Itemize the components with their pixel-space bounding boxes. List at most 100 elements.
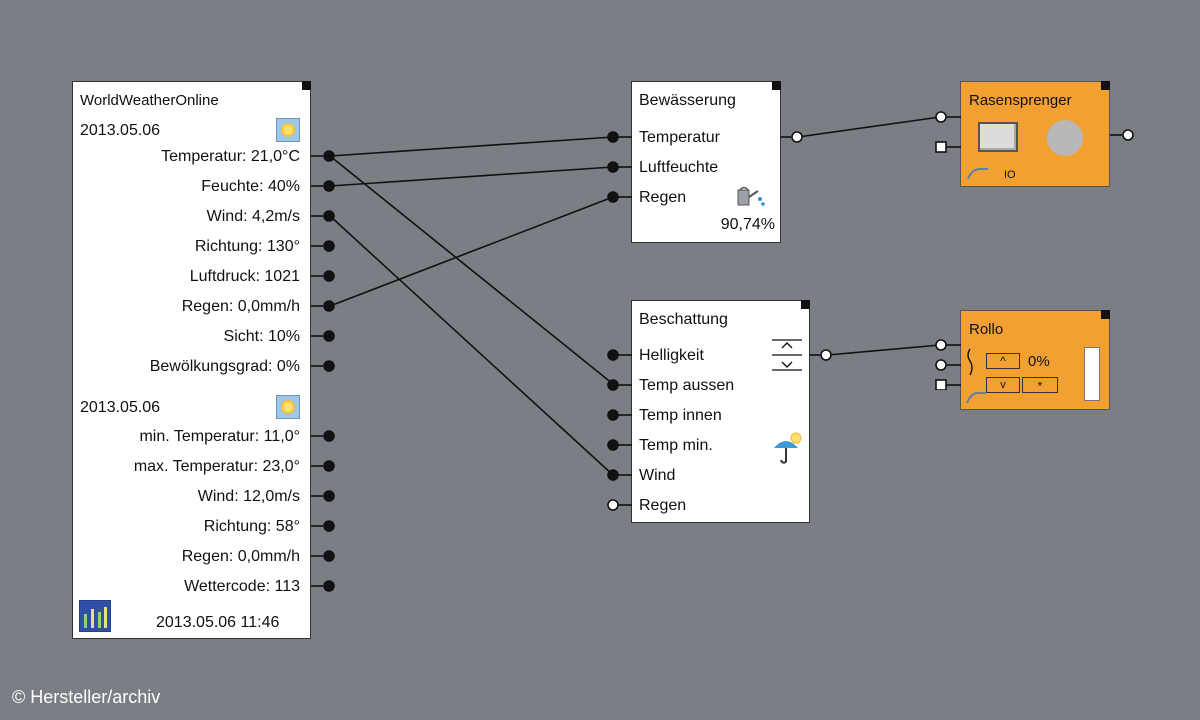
rollo-title: Rollo	[969, 321, 1004, 338]
sun-icon	[276, 118, 300, 142]
weather-app-icon	[79, 600, 111, 632]
output-port-luftdruck	[311, 270, 335, 282]
weather-forecast-row: Wind: 12,0m/s	[197, 488, 300, 505]
rasensprenger-input-ports[interactable]	[934, 106, 961, 156]
wire-wind-to-beschattung-wind	[329, 215, 614, 476]
settings-hook-icon[interactable]	[966, 165, 992, 181]
wire-temp-to-beschattung-temp-aussen	[329, 155, 614, 385]
input-port-trigger	[935, 141, 961, 153]
rollo-block[interactable]: Rollo ^ 0% v *	[960, 310, 1110, 410]
rollo-bracket-icon	[967, 348, 973, 376]
weather-today-row: Wind: 4,2m/s	[206, 208, 300, 225]
input-port-trigger	[935, 379, 961, 390]
beschattung-input-label: Temp aussen	[639, 377, 735, 394]
rasensprenger-title: Rasensprenger	[969, 92, 1072, 109]
wire-bewaesserung-to-rasensprenger	[797, 116, 941, 138]
beschattung-output-port[interactable]	[810, 346, 834, 364]
rasensprenger-switch-button[interactable]	[978, 122, 1018, 152]
output-port-max-temp	[311, 460, 335, 472]
beschattung-input-label: Temp min.	[639, 437, 713, 454]
output-port-richtung	[311, 240, 335, 252]
bewaesserung-input-label: Regen	[639, 189, 687, 206]
forecast-date: 2013.05.06	[80, 399, 161, 416]
rollo-position-bar	[1084, 347, 1100, 401]
beschattung-block[interactable]: Beschattung Helligkeit Temp aussen Temp …	[631, 300, 810, 523]
rasensprenger-output-port[interactable]	[1110, 126, 1136, 144]
beschattung-input-label: Temp innen	[639, 407, 722, 424]
copyright-watermark: © Hersteller/archiv	[12, 687, 161, 707]
input-port-position	[935, 339, 961, 351]
input-port-on-off	[935, 111, 961, 123]
today-date: 2013.05.06	[80, 122, 161, 139]
input-port-luftfeuchte	[607, 161, 632, 173]
output-port-min-temp	[311, 430, 335, 442]
weather-today-row: Temperatur: 21,0°C	[161, 148, 300, 165]
wire-temp-to-bewaesserung-temp	[329, 136, 614, 157]
beschattung-input-ports[interactable]	[605, 340, 632, 515]
wire-feuchte-to-bewaesserung-luftfeuchte	[329, 166, 614, 187]
weather-today-row: Bewölkungsgrad: 0%	[149, 358, 300, 375]
block-corner-marker	[1101, 81, 1110, 90]
bewaesserung-input-ports[interactable]	[605, 125, 632, 210]
settings-hook-icon[interactable]	[965, 389, 989, 405]
input-port-regen	[607, 191, 632, 203]
output-port-bewoelkung	[311, 360, 335, 372]
rollo-down-button[interactable]: v	[986, 377, 1020, 393]
input-port-temperatur	[607, 131, 632, 143]
input-port-temp-innen	[607, 409, 632, 421]
wire-beschattung-to-rollo	[827, 344, 941, 356]
output-port-wettercode	[311, 580, 335, 592]
bewaesserung-title: Bewässerung	[639, 92, 736, 109]
rasensprenger-block[interactable]: Rasensprenger IO	[960, 81, 1110, 187]
output-port-regen	[311, 300, 335, 312]
output-port-feuchte	[311, 180, 335, 192]
block-corner-marker	[1101, 310, 1110, 319]
output-port-regen-forecast	[311, 550, 335, 562]
bewaesserung-value: 90,74%	[720, 216, 775, 233]
weather-timestamp: 2013.05.06 11:46	[156, 614, 280, 631]
input-port-wind	[607, 469, 632, 481]
rollo-input-ports[interactable]	[934, 335, 961, 390]
input-port-helligkeit	[607, 349, 632, 361]
weather-block-title: WorldWeatherOnline	[80, 92, 219, 109]
weather-forecast-row: min. Temperatur: 11,0°	[139, 428, 300, 445]
bewaesserung-block[interactable]: Bewässerung Temperatur Luftfeuchte Regen…	[631, 81, 781, 243]
input-port-temp-min	[607, 439, 632, 451]
output-port-richtung-forecast	[311, 520, 335, 532]
rollo-up-button[interactable]: ^	[986, 353, 1020, 369]
weather-forecast-row: Regen: 0,0mm/h	[181, 548, 300, 565]
bewaesserung-input-label: Luftfeuchte	[639, 159, 719, 176]
block-corner-marker	[772, 81, 781, 90]
beschattung-title: Beschattung	[639, 311, 728, 328]
shade-umbrella-icon	[774, 432, 802, 464]
weather-today-row: Feuchte: 40%	[201, 178, 300, 195]
wire-regen-to-bewaesserung-regen	[329, 196, 614, 307]
weather-output-ports[interactable]	[311, 140, 337, 600]
weather-forecast-row: max. Temperatur: 23,0°	[133, 458, 300, 475]
rasensprenger-io-label: IO	[1004, 169, 1016, 181]
input-port-temp-aussen	[607, 379, 632, 391]
output-port-wind-forecast	[311, 490, 335, 502]
beschattung-input-label: Wind	[639, 467, 676, 484]
sun-icon	[276, 395, 300, 419]
output-port-wind	[311, 210, 335, 222]
weather-today-row: Regen: 0,0mm/h	[181, 298, 300, 315]
output-port-temperatur	[311, 150, 335, 162]
beschattung-input-label: Regen	[639, 497, 687, 514]
block-corner-marker	[801, 300, 810, 309]
weather-today-row: Luftdruck: 1021	[189, 268, 300, 285]
bewaesserung-input-label: Temperatur	[639, 129, 720, 146]
weather-today-row: Richtung: 130°	[194, 238, 300, 255]
block-corner-marker	[302, 81, 311, 90]
rasensprenger-status-lamp	[1047, 120, 1083, 156]
up-down-indicator-icon	[772, 339, 802, 371]
input-port-stop	[935, 359, 961, 371]
weather-block[interactable]: WorldWeatherOnline 2013.05.06 Temperatur…	[72, 81, 311, 639]
bewaesserung-output-port[interactable]	[781, 128, 805, 146]
watering-can-icon	[737, 186, 765, 206]
beschattung-input-label: Helligkeit	[639, 347, 704, 364]
weather-forecast-row: Wettercode: 113	[184, 578, 300, 595]
rollo-percent: 0%	[1028, 353, 1050, 370]
rollo-stop-button[interactable]: *	[1022, 377, 1058, 393]
